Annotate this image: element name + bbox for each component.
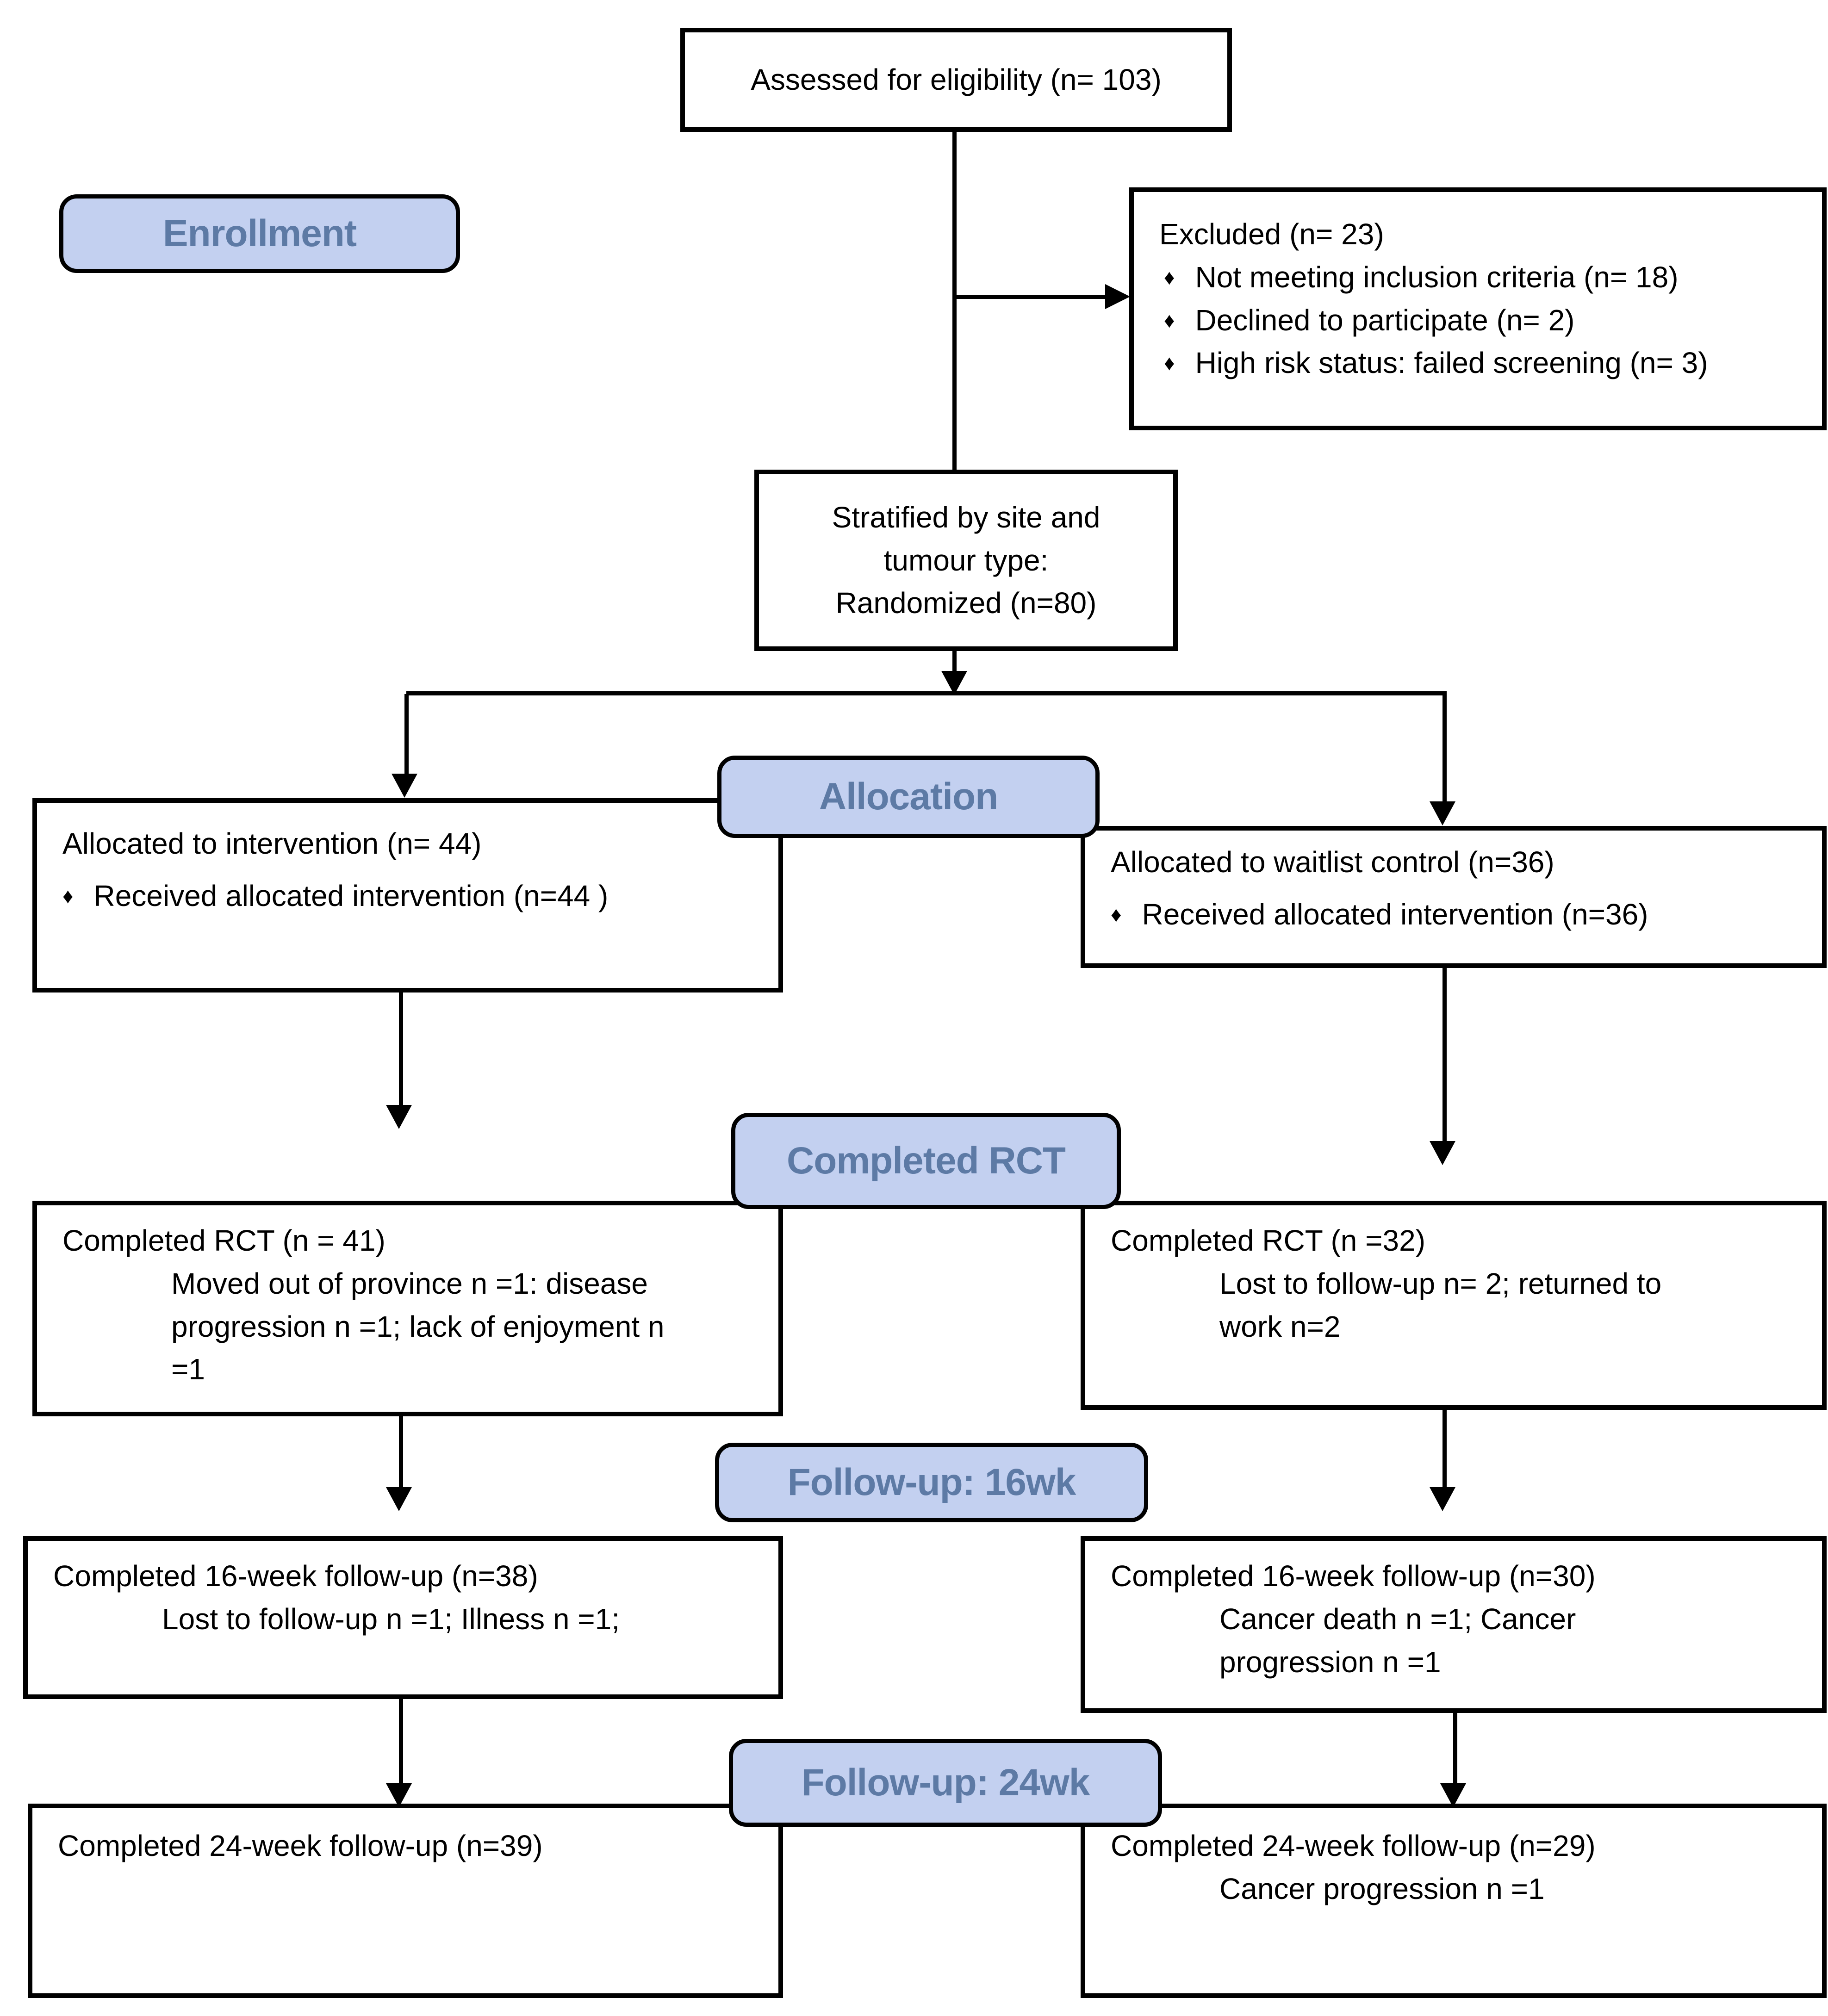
diamond-bullet-icon: ♦	[1111, 902, 1122, 926]
allocated-intervention-title: Allocated to intervention (n= 44)	[62, 827, 482, 860]
connector-line	[952, 131, 957, 470]
completed-rct-control-details: Lost to follow-up n= 2; returned to work…	[1219, 1262, 1799, 1348]
detail-line: =1	[171, 1352, 205, 1386]
completed-rct-stage-label: Completed RCT	[731, 1113, 1121, 1209]
followup-16wk-intervention-box: Completed 16-week follow-up (n=38) Lost …	[23, 1536, 783, 1699]
diamond-bullet-icon: ♦	[1164, 351, 1175, 375]
allocated-intervention-bullet-text: Received allocated intervention (n=44 )	[93, 879, 609, 912]
connector-line	[399, 1416, 403, 1488]
excluded-box: Excluded (n= 23) ♦ Not meeting inclusion…	[1129, 187, 1827, 430]
allocated-control-bullet-text: Received allocated intervention (n=36)	[1142, 897, 1648, 931]
detail-line: progression n =1; lack of enjoyment n	[171, 1309, 665, 1343]
allocation-stage-text: Allocation	[819, 775, 998, 818]
allocated-control-box: Allocated to waitlist control (n=36) ♦ R…	[1081, 826, 1827, 968]
followup-16wk-control-title: Completed 16-week follow-up (n=30)	[1111, 1559, 1596, 1593]
randomized-text-line: tumour type:	[883, 543, 1049, 577]
detail-line: Cancer death n =1; Cancer	[1219, 1602, 1576, 1636]
arrowhead-down-icon	[1430, 1487, 1455, 1511]
followup-16wk-stage-text: Follow-up: 16wk	[787, 1461, 1076, 1503]
completed-rct-stage-text: Completed RCT	[787, 1140, 1066, 1182]
followup-16wk-control-box: Completed 16-week follow-up (n=30) Cance…	[1081, 1536, 1827, 1713]
completed-rct-intervention-details: Moved out of province n =1: disease prog…	[171, 1262, 755, 1391]
arrowhead-down-icon	[1430, 1141, 1455, 1165]
excluded-bullet-row: ♦ High risk status: failed screening (n=…	[1159, 341, 1799, 385]
completed-rct-intervention-box: Completed RCT (n = 41) Moved out of prov…	[32, 1201, 783, 1416]
connector-line	[399, 1699, 403, 1785]
allocation-stage-label: Allocation	[717, 756, 1100, 838]
arrowhead-down-icon	[386, 1105, 412, 1129]
arrowhead-down-icon	[392, 774, 417, 798]
followup-24wk-control-box: Completed 24-week follow-up (n=29) Cance…	[1081, 1804, 1827, 1998]
excluded-bullet-row: ♦ Not meeting inclusion criteria (n= 18)	[1159, 256, 1799, 299]
detail-line: Moved out of province n =1: disease	[171, 1266, 648, 1300]
followup-16wk-intervention-details: Lost to follow-up n =1; Illness n =1;	[162, 1598, 755, 1641]
connector-line	[406, 691, 1447, 695]
connector-line	[1453, 1713, 1457, 1785]
assessed-eligibility-box: Assessed for eligibility (n= 103)	[680, 28, 1232, 132]
detail-line: Lost to follow-up n= 2; returned to	[1219, 1266, 1662, 1300]
connector-line	[952, 650, 957, 672]
allocated-intervention-bullet-row: ♦ Received allocated intervention (n=44 …	[62, 875, 755, 918]
completed-rct-control-title: Completed RCT (n =32)	[1111, 1224, 1425, 1257]
detail-line: progression n =1	[1219, 1645, 1441, 1679]
diamond-bullet-icon: ♦	[1164, 308, 1175, 332]
followup-24wk-intervention-box: Completed 24-week follow-up (n=39)	[28, 1804, 783, 1998]
allocated-control-bullet-row: ♦ Received allocated intervention (n=36)	[1111, 893, 1799, 936]
diamond-bullet-icon: ♦	[1164, 265, 1175, 289]
allocated-control-title: Allocated to waitlist control (n=36)	[1111, 845, 1554, 879]
connector-line	[1443, 694, 1447, 803]
assessed-eligibility-text: Assessed for eligibility (n= 103)	[751, 63, 1162, 97]
enrollment-stage-label: Enrollment	[59, 194, 460, 273]
followup-24wk-stage-label: Follow-up: 24wk	[729, 1739, 1162, 1827]
enrollment-stage-text: Enrollment	[162, 212, 357, 254]
excluded-bullet-row: ♦ Declined to participate (n= 2)	[1159, 299, 1799, 342]
excluded-bullet-text: Not meeting inclusion criteria (n= 18)	[1195, 260, 1679, 294]
randomized-box: Stratified by site and tumour type: Rand…	[754, 470, 1178, 651]
diamond-bullet-icon: ♦	[62, 883, 74, 908]
followup-16wk-stage-label: Follow-up: 16wk	[715, 1443, 1148, 1522]
arrowhead-down-icon	[941, 671, 967, 695]
connector-line	[404, 694, 409, 775]
excluded-title: Excluded (n= 23)	[1159, 217, 1384, 251]
completed-rct-control-box: Completed RCT (n =32) Lost to follow-up …	[1081, 1201, 1827, 1410]
arrowhead-down-icon	[386, 1783, 412, 1807]
detail-line: Lost to follow-up n =1; Illness n =1;	[162, 1602, 620, 1636]
detail-line: work n=2	[1219, 1309, 1341, 1343]
arrowhead-down-icon	[386, 1487, 412, 1511]
connector-line	[399, 992, 403, 1106]
followup-24wk-control-title: Completed 24-week follow-up (n=29)	[1111, 1829, 1596, 1862]
arrowhead-down-icon	[1430, 801, 1455, 825]
randomized-text-line: Randomized (n=80)	[835, 586, 1097, 620]
followup-16wk-control-details: Cancer death n =1; Cancer progression n …	[1219, 1598, 1799, 1684]
excluded-bullet-text: High risk status: failed screening (n= 3…	[1195, 346, 1708, 380]
excluded-bullet-text: Declined to participate (n= 2)	[1195, 303, 1575, 337]
followup-24wk-control-details: Cancer progression n =1	[1219, 1867, 1799, 1911]
completed-rct-intervention-title: Completed RCT (n = 41)	[62, 1224, 385, 1257]
connector-line	[954, 295, 1107, 299]
connector-line	[1443, 967, 1447, 1142]
arrowhead-right-icon	[1105, 284, 1130, 309]
followup-24wk-intervention-title: Completed 24-week follow-up (n=39)	[58, 1829, 543, 1862]
allocated-intervention-box: Allocated to intervention (n= 44) ♦ Rece…	[32, 798, 783, 992]
randomized-text-line: Stratified by site and	[832, 500, 1101, 534]
connector-line	[1443, 1410, 1447, 1489]
arrowhead-down-icon	[1440, 1783, 1466, 1807]
followup-16wk-intervention-title: Completed 16-week follow-up (n=38)	[53, 1559, 538, 1593]
followup-24wk-stage-text: Follow-up: 24wk	[801, 1762, 1090, 1804]
detail-line: Cancer progression n =1	[1219, 1872, 1545, 1905]
